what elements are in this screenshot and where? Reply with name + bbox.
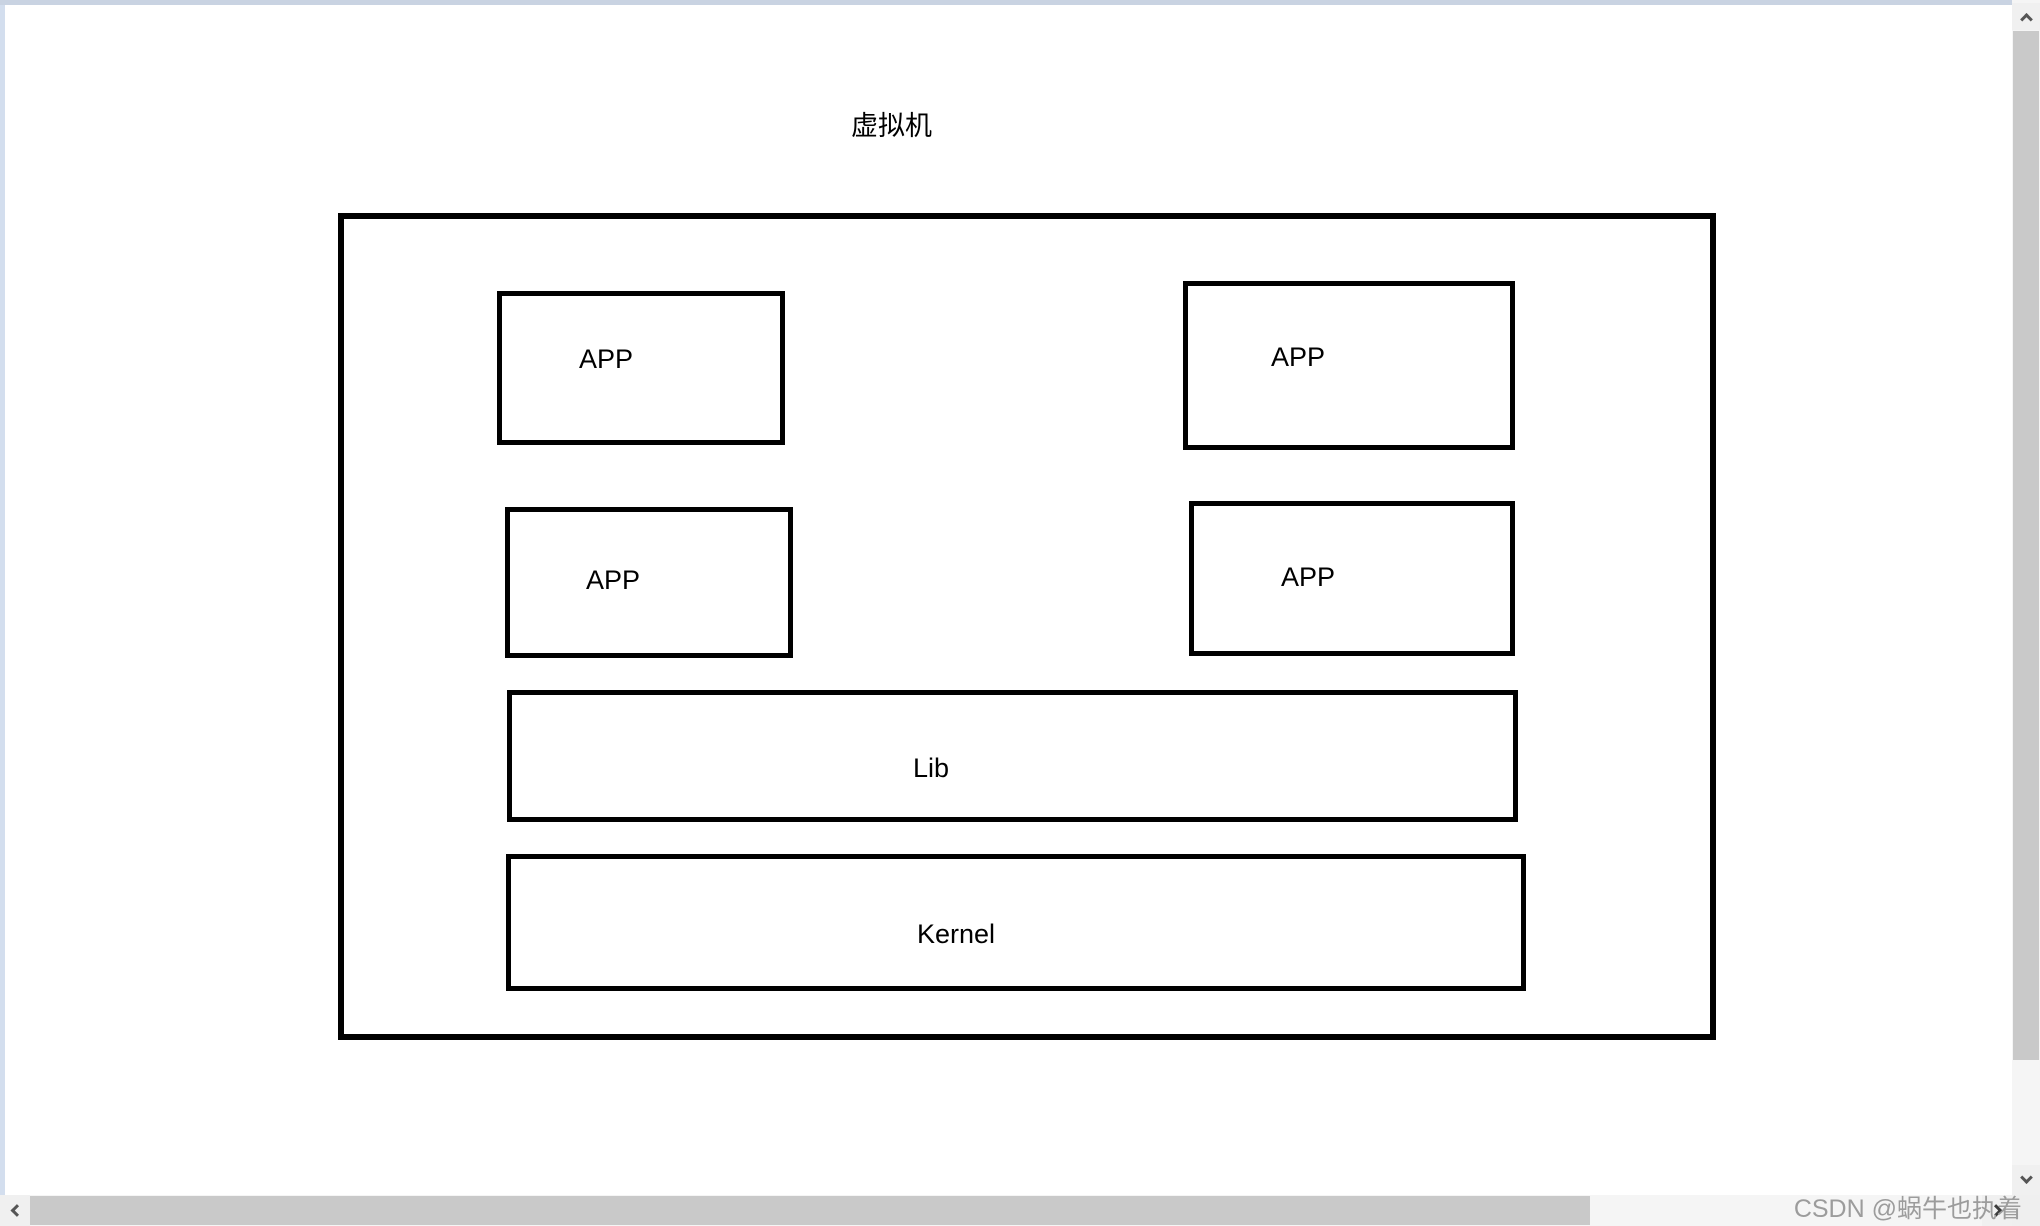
app-box-2: APP — [1183, 281, 1515, 450]
horizontal-scrollbar-thumb[interactable] — [30, 1196, 1590, 1225]
app-box-3: APP — [505, 507, 793, 658]
csdn-watermark: CSDN @蜗牛也执着 — [1793, 1195, 2022, 1223]
window-left-edge — [0, 5, 5, 1195]
app-box-1-label: APP — [579, 343, 634, 374]
app-box-4-label: APP — [1281, 562, 1336, 592]
scroll-up-button[interactable] — [2012, 3, 2040, 30]
kernel-box-label: Kernel — [917, 919, 996, 949]
chevron-left-icon — [10, 1204, 23, 1217]
vertical-scrollbar-thumb[interactable] — [2013, 31, 2039, 1060]
app-box-4: APP — [1189, 501, 1515, 656]
scroll-right-button[interactable] — [1982, 1195, 2012, 1226]
app-box-2-label: APP — [1271, 342, 1326, 372]
app-box-1: APP — [497, 291, 785, 445]
scroll-left-button[interactable] — [0, 1195, 30, 1226]
chevron-down-icon — [2019, 1170, 2033, 1184]
window-top-edge — [0, 0, 2012, 5]
chevron-up-icon — [2019, 12, 2033, 26]
lib-box: Lib — [507, 690, 1518, 822]
kernel-box: Kernel — [506, 854, 1526, 991]
diagram-title: 虚拟机 — [851, 111, 932, 141]
scroll-down-button[interactable] — [2012, 1165, 2040, 1195]
vertical-scrollbar[interactable] — [2012, 0, 2040, 1195]
lib-box-label: Lib — [913, 752, 950, 783]
app-box-3-label: APP — [586, 565, 641, 595]
scrollbar-corner — [2012, 1195, 2040, 1226]
horizontal-scrollbar[interactable] — [0, 1195, 2012, 1226]
